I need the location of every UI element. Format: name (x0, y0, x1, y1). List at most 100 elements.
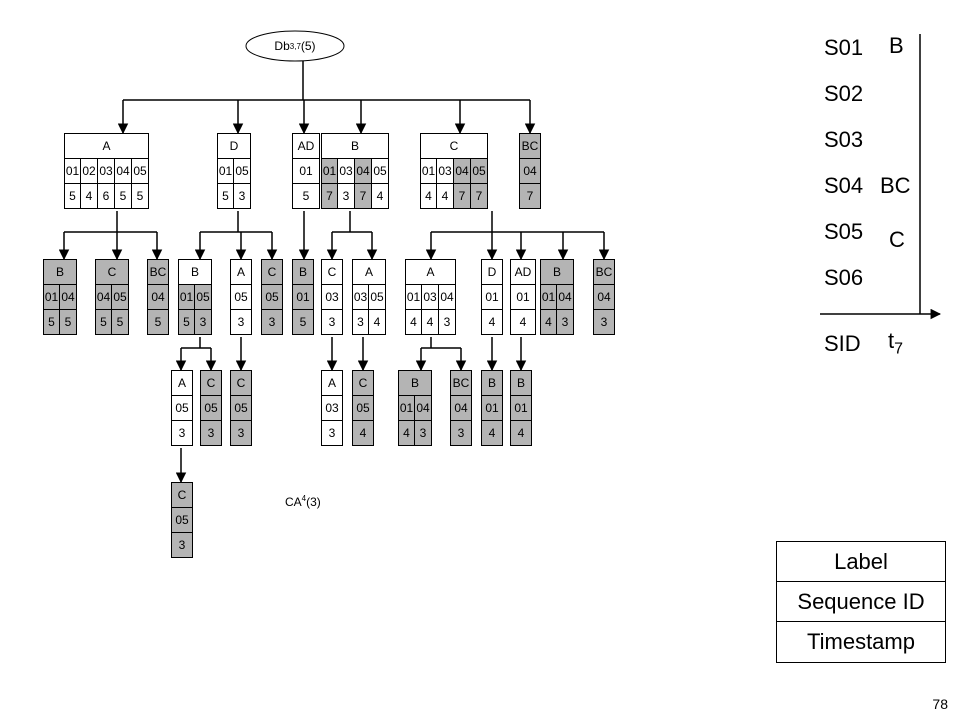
node-count: 4 (421, 309, 439, 335)
node-count: 5 (95, 309, 112, 335)
node-count: 3 (352, 309, 369, 335)
legend-box: Label Sequence ID Timestamp (776, 541, 946, 663)
node-sequence-id: 01 (292, 158, 320, 184)
node-label: AD (292, 133, 320, 159)
node-count: 7 (453, 183, 471, 209)
node-count: 7 (354, 183, 372, 209)
node-sequence-id: 05 (352, 395, 374, 421)
annotation-suffix: (3) (306, 495, 321, 509)
node-label: B (510, 370, 532, 396)
node-count: 4 (368, 309, 386, 335)
node-sequence-id: 03 (436, 158, 454, 184)
node-sequence-id: 01 (292, 284, 314, 310)
node-sequence-id: 05 (470, 158, 488, 184)
node-sequence-id: 04 (450, 395, 472, 421)
root-label-text: Db (274, 39, 290, 53)
annotation-sup: 4 (301, 494, 307, 503)
node-count: 3 (321, 309, 343, 335)
root-label-sup: 3,7 (289, 41, 301, 51)
node-count: 3 (450, 420, 472, 446)
node-label: A (171, 370, 193, 396)
page-number: 78 (932, 696, 948, 712)
node-sequence-id: 03 (337, 158, 355, 184)
node-sequence-id: 01 (398, 395, 415, 421)
node-sequence-id: 03 (97, 158, 115, 184)
node-sequence-id: 04 (438, 284, 456, 310)
node-sequence-id: 04 (414, 395, 432, 421)
node-sequence-id: 01 (510, 284, 536, 310)
node-label: C (321, 259, 343, 285)
node-sequence-id: 01 (420, 158, 437, 184)
node-count: 3 (321, 420, 343, 446)
node-count: 5 (64, 183, 81, 209)
node-sequence-id: 03 (321, 284, 343, 310)
node-sequence-id: 04 (593, 284, 615, 310)
node-label: B (292, 259, 314, 285)
node-count: 3 (414, 420, 432, 446)
node-label: D (481, 259, 503, 285)
sequence-id: S04 (824, 173, 864, 198)
node-sequence-id: 05 (200, 395, 222, 421)
node-count: 5 (178, 309, 195, 335)
sequence-label: BC (880, 173, 911, 198)
node-sequence-id: 05 (111, 284, 129, 310)
node-label: B (398, 370, 432, 396)
node-sequence-id: 01 (64, 158, 81, 184)
node-label: C (95, 259, 129, 285)
node-count: 7 (519, 183, 541, 209)
node-count: 4 (510, 309, 536, 335)
node-sequence-id: 01 (481, 395, 503, 421)
node-count: 4 (398, 420, 415, 446)
node-label: BC (593, 259, 615, 285)
node-count: 4 (405, 309, 422, 335)
legend-sequence-id: Sequence ID (777, 582, 945, 622)
node-count: 5 (111, 309, 129, 335)
node-label: BC (147, 259, 169, 285)
node-label: A (405, 259, 456, 285)
node-sequence-id: 05 (233, 158, 251, 184)
node-sequence-id: 03 (352, 284, 369, 310)
node-label: D (217, 133, 251, 159)
node-count: 4 (352, 420, 374, 446)
node-sequence-id: 04 (556, 284, 574, 310)
node-label: A (64, 133, 149, 159)
node-count: 3 (233, 183, 251, 209)
node-label: BC (519, 133, 541, 159)
node-count: 3 (230, 420, 252, 446)
node-sequence-id: 05 (261, 284, 283, 310)
time-header-sub: 7 (894, 340, 904, 358)
node-count: 3 (261, 309, 283, 335)
node-sequence-id: 05 (131, 158, 149, 184)
sequence-id: S06 (824, 265, 864, 290)
node-count: 4 (80, 183, 98, 209)
node-sequence-id: 04 (59, 284, 77, 310)
node-count: 3 (200, 420, 222, 446)
node-sequence-id: 05 (371, 158, 389, 184)
sequence-label: B (889, 33, 904, 58)
node-sequence-id: 01 (481, 284, 503, 310)
node-count: 7 (470, 183, 488, 209)
annotation-text: CA (285, 495, 302, 509)
sequence-id: S03 (824, 127, 864, 152)
node-label: B (178, 259, 212, 285)
sequence-id: S05 (824, 219, 864, 244)
node-label: C (200, 370, 222, 396)
node-count: 5 (131, 183, 149, 209)
node-sequence-id: 04 (519, 158, 541, 184)
